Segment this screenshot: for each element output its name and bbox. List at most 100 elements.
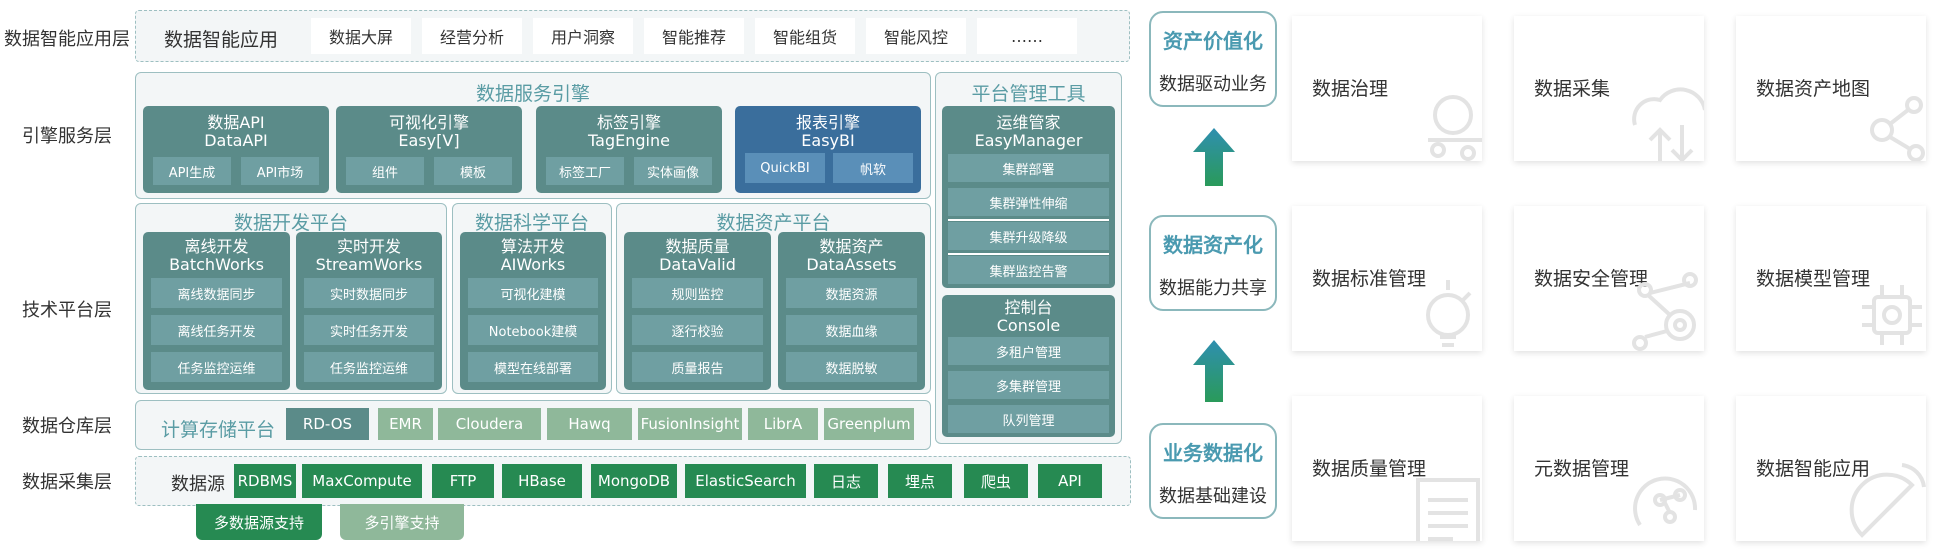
dev-item[interactable]: 离线任务开发 [151,315,282,345]
storage-item[interactable]: RD-OS [286,408,369,440]
source-item[interactable]: MongoDB [591,464,677,498]
card-subtitle: AIWorks [500,255,566,274]
source-item[interactable]: MaxCompute [302,464,422,498]
asset-item[interactable]: 数据资源 [786,278,917,308]
card-title: 运维管家 [996,113,1061,132]
asset-platform-title: 数据资产平台 [716,212,831,234]
source-item[interactable]: 埋点 [888,464,952,498]
tile-security-mgmt[interactable]: 数据安全管理 [1514,206,1704,351]
storage-item[interactable]: Hawq [547,408,632,440]
asset-item[interactable]: 规则监控 [632,278,763,308]
engine-pill[interactable]: API市场 [241,157,319,185]
engine-pill[interactable]: 帆软 [833,153,913,183]
dev-card-stream[interactable]: 实时开发 StreamWorks 实时数据同步 实时任务开发 任务监控运维 [296,232,442,390]
source-item[interactable]: ElasticSearch [685,464,806,498]
ops-item[interactable]: 集群弹性伸缩 [948,188,1109,216]
asset-item[interactable]: 质量报告 [632,352,763,382]
console-item[interactable]: 队列管理 [948,405,1109,433]
engine-pill[interactable]: 组件 [346,157,424,185]
engine-card-api[interactable]: 数据API DataAPI API生成 API市场 [143,106,329,193]
cloud-network-icon [1428,95,1482,161]
source-item[interactable]: 爬虫 [964,464,1028,498]
ops-item[interactable]: 集群部署 [948,154,1109,182]
sci-item[interactable]: 模型在线部署 [468,352,598,382]
tile-quality-mgmt[interactable]: 数据质量管理 [1292,396,1482,541]
tile-data-governance[interactable]: 数据治理 [1292,16,1482,161]
ops-item[interactable]: 集群升级降级 [948,222,1109,250]
engine-pill[interactable]: 标签工厂 [546,157,624,185]
source-item[interactable]: FTP [432,464,494,498]
tile-model-mgmt[interactable]: 数据模型管理 [1736,206,1926,351]
card-title: 控制台 [1004,298,1053,317]
app-item[interactable]: 经营分析 [422,18,522,54]
asset-item[interactable]: 数据脱敏 [786,352,917,382]
value-box-asset-value: 资产价值化 数据驱动业务 [1149,11,1277,107]
app-item[interactable]: …… [977,18,1077,54]
asset-platform-panel: 数据资产平台 数据质量 DataValid 规则监控 逐行校验 质量报告 数据资… [616,203,931,394]
storage-panel: 计算存储平台 RD-OS EMR Cloudera Hawq FusionIns… [135,400,931,450]
source-item[interactable]: RDBMS [234,464,296,498]
card-subtitle: Console [996,316,1061,335]
sci-item[interactable]: Notebook建模 [468,315,598,345]
card-title: 算法开发 [500,237,565,256]
console-item[interactable]: 多租户管理 [948,337,1109,365]
storage-item[interactable]: FusionInsight [638,408,742,440]
engine-pill[interactable]: 实体画像 [634,157,712,185]
app-layer-row: 数据智能应用 数据大屏 经营分析 用户洞察 智能推荐 智能组货 智能风控 …… [135,10,1130,62]
engine-card-visual[interactable]: 可视化引擎 Easy[V] 组件 模板 [336,106,522,193]
storage-item[interactable]: Greenplum [824,408,914,440]
tab-multi-engine[interactable]: 多引擎支持 [340,504,464,540]
card-title: 离线开发 [184,237,249,256]
app-item[interactable]: 智能组货 [755,18,855,54]
mgmt-title: 平台管理工具 [971,83,1086,105]
dev-item[interactable]: 任务监控运维 [304,352,434,382]
card-title: 可视化引擎 [388,113,469,132]
storage-item[interactable]: Cloudera [438,408,541,440]
engine-pill[interactable]: 模板 [434,157,512,185]
dev-item[interactable]: 离线数据同步 [151,278,282,308]
asset-item[interactable]: 数据血缘 [786,315,917,345]
app-item[interactable]: 数据大屏 [311,18,411,54]
tile-intelligent-app[interactable]: 数据智能应用 [1736,396,1926,541]
layer-label-collect: 数据采集层 [22,472,112,493]
asset-card-assets[interactable]: 数据资产 DataAssets 数据资源 数据血缘 数据脱敏 [778,232,925,390]
dev-platform-title: 数据开发平台 [233,212,348,234]
dev-item[interactable]: 任务监控运维 [151,352,282,382]
tile-data-collect[interactable]: 数据采集 [1514,16,1704,161]
engine-pill[interactable]: QuickBI [745,153,825,183]
card-subtitle: EasyBI [801,131,855,150]
engine-card-tag[interactable]: 标签引擎 TagEngine 标签工厂 实体画像 [536,106,722,193]
asset-item[interactable]: 逐行校验 [632,315,763,345]
source-item[interactable]: 日志 [814,464,878,498]
source-item[interactable]: HBase [502,464,582,498]
dev-item[interactable]: 实时任务开发 [304,315,434,345]
dev-item[interactable]: 实时数据同步 [304,278,434,308]
storage-title: 计算存储平台 [161,419,276,441]
app-item[interactable]: 智能推荐 [644,18,744,54]
engine-pill[interactable]: API生成 [153,157,231,185]
tile-metadata-mgmt[interactable]: 元数据管理 [1514,396,1704,541]
app-item[interactable]: 智能风控 [866,18,966,54]
storage-item[interactable]: LibrA [748,408,818,440]
dev-card-batch[interactable]: 离线开发 BatchWorks 离线数据同步 离线任务开发 任务监控运维 [143,232,290,390]
asset-card-quality[interactable]: 数据质量 DataValid 规则监控 逐行校验 质量报告 [624,232,771,390]
ops-item[interactable]: 集群监控告警 [948,256,1109,284]
tile-asset-map[interactable]: 数据资产地图 [1736,16,1926,161]
sci-card-ai[interactable]: 算法开发 AIWorks 可视化建模 Notebook建模 模型在线部署 [460,232,606,390]
console-card[interactable]: 控制台 Console 多租户管理 多集群管理 队列管理 [942,295,1115,437]
network-nodes-icon [1870,96,1925,161]
tab-multi-source[interactable]: 多数据源支持 [196,504,322,540]
console-item[interactable]: 多集群管理 [948,371,1109,399]
card-subtitle: Easy[V] [398,131,460,150]
storage-item[interactable]: EMR [378,408,433,440]
card-title: 报表引擎 [795,113,860,132]
sources-title: 数据源 [171,474,225,495]
dev-platform-panel: 数据开发平台 离线开发 BatchWorks 离线数据同步 离线任务开发 任务监… [135,203,447,394]
engine-card-report[interactable]: 报表引擎 EasyBI QuickBI 帆软 [735,106,921,193]
source-item[interactable]: API [1038,464,1102,498]
card-title: 数据资产 [819,237,884,256]
sci-item[interactable]: 可视化建模 [468,278,598,308]
ops-card[interactable]: 运维管家 EasyManager 集群部署 集群弹性伸缩 集群升级降级 集群监控… [942,106,1115,288]
tile-standard-mgmt[interactable]: 数据标准管理 [1292,206,1482,351]
app-item[interactable]: 用户洞察 [533,18,633,54]
